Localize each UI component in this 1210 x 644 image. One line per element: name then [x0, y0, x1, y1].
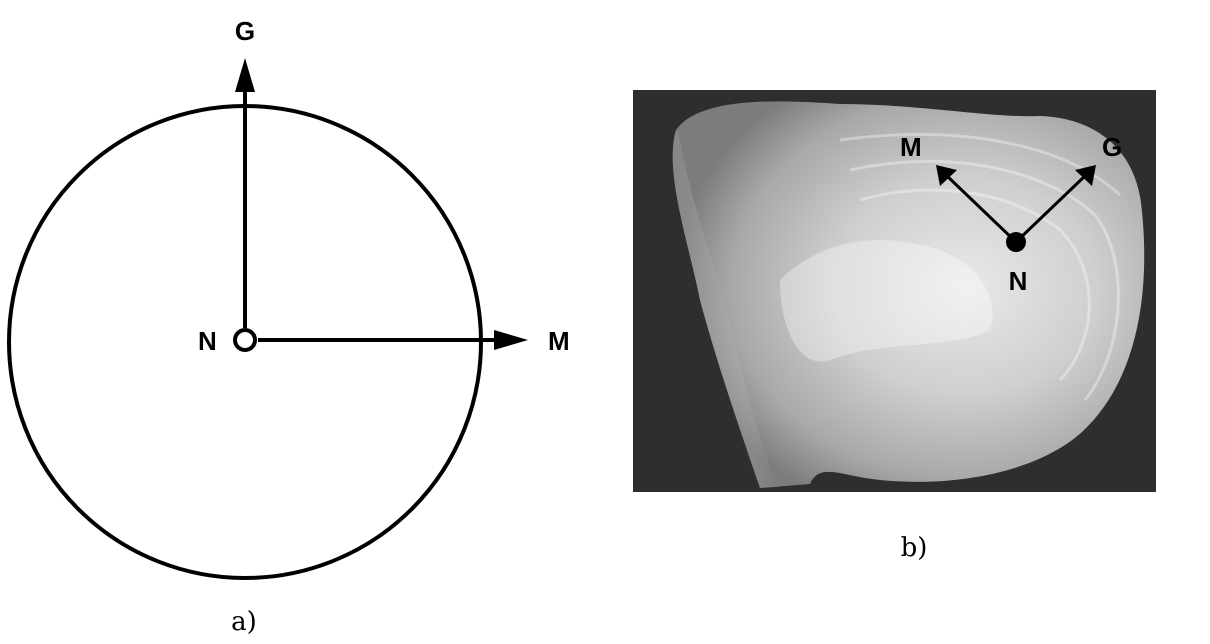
caption-b: b): [901, 533, 928, 563]
label-m-a: M: [548, 326, 570, 356]
panel-b-photo: M G N b): [633, 90, 1156, 563]
label-n-b: N: [1009, 266, 1028, 296]
origin-marker: [235, 330, 255, 350]
caption-a: a): [231, 607, 257, 637]
label-g-b: G: [1102, 132, 1122, 162]
panel-a-diagram: G M N a): [9, 16, 570, 637]
g-arrow-head: [235, 58, 255, 92]
m-arrow-head: [494, 330, 528, 350]
label-m-b: M: [900, 132, 922, 162]
label-g-a: G: [235, 16, 255, 46]
label-n-a: N: [198, 326, 217, 356]
origin-dot-b: [1006, 232, 1026, 252]
